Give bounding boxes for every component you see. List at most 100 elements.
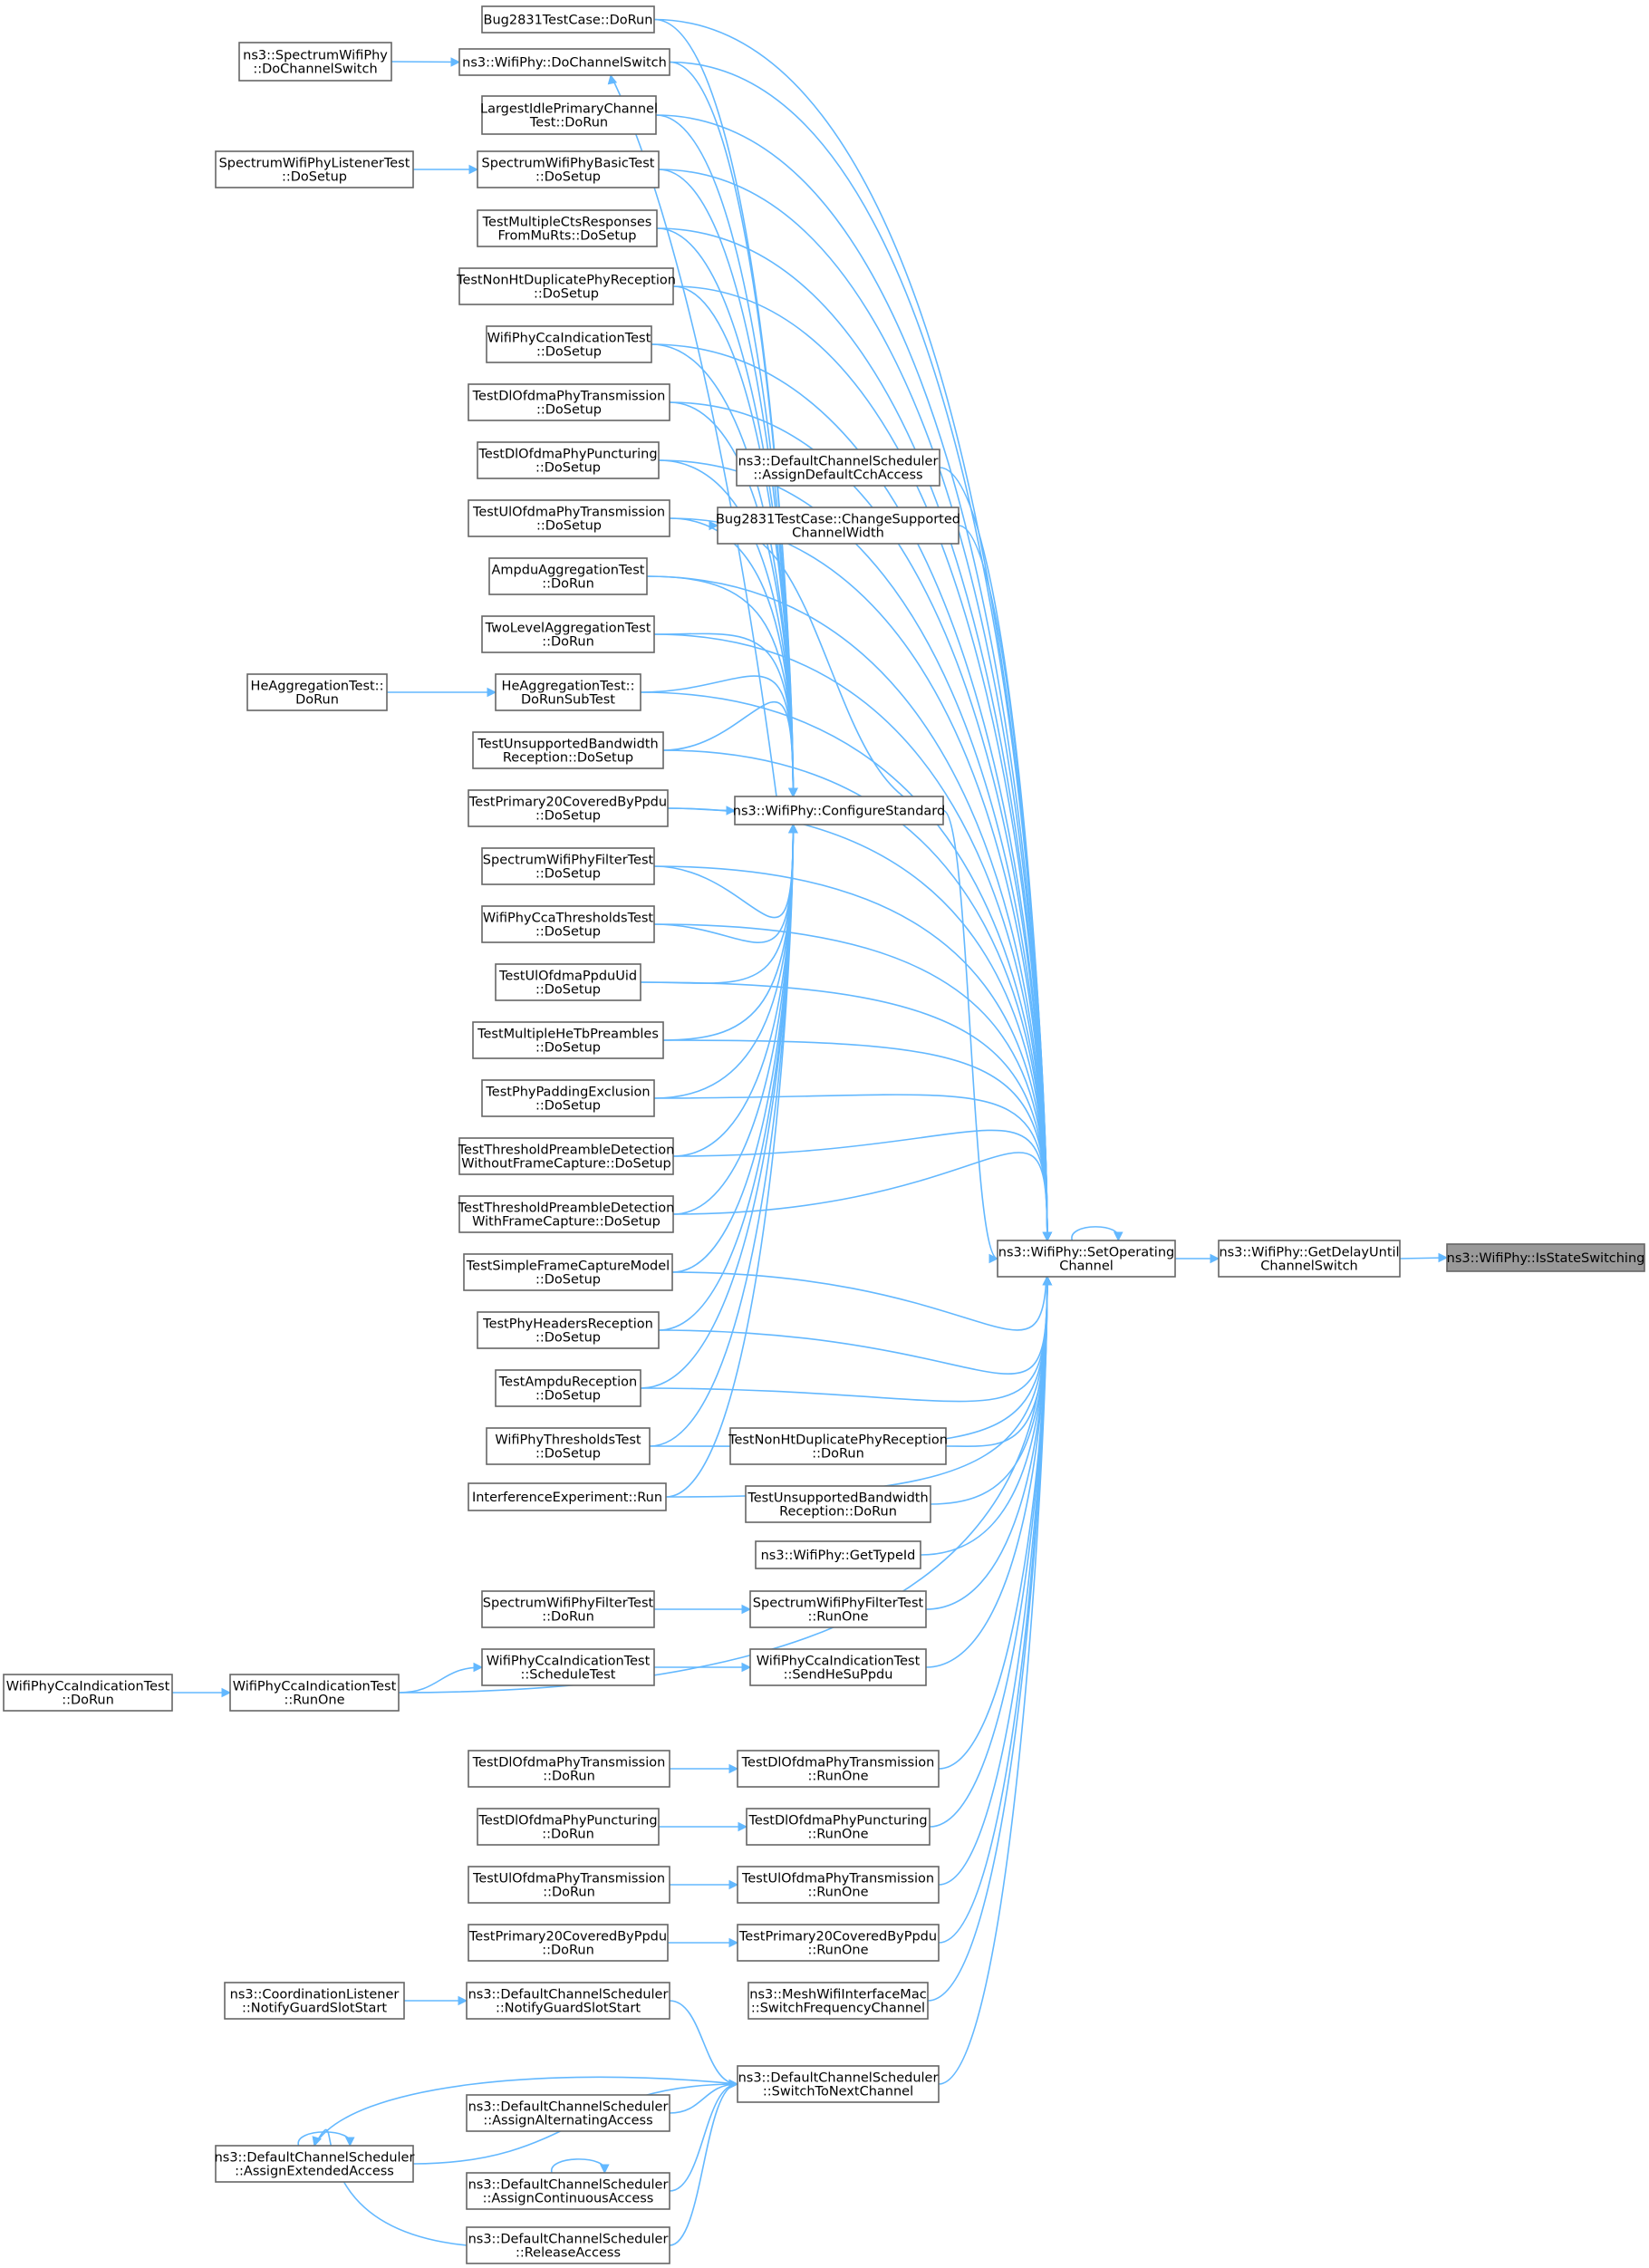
graph-node[interactable]: WifiPhyCcaIndicationTest::DoRun	[3, 1674, 173, 1712]
node-label: ::DoSetup	[535, 170, 601, 185]
graph-node[interactable]: TestUlOfdmaPpduUid::DoSetup	[495, 963, 641, 1001]
node-box	[477, 441, 660, 479]
graph-node[interactable]: TestThresholdPreambleDetectionWithFrameC…	[458, 1195, 675, 1233]
graph-node[interactable]: TestUlOfdmaPhyTransmission::DoRun	[468, 1866, 670, 1904]
call-edge	[668, 1937, 739, 1948]
graph-node[interactable]: TestUlOfdmaPhyTransmission::DoSetup	[468, 499, 670, 537]
node-label: ns3::WifiPhy::GetTypeId	[761, 1549, 916, 1563]
graph-node[interactable]: ns3::CoordinationListener::NotifyGuardSl…	[224, 1982, 405, 2020]
graph-node[interactable]: TestUlOfdmaPhyTransmission::RunOne	[737, 1866, 940, 1904]
graph-node[interactable]: WifiPhyCcaIndicationTest::ScheduleTest	[481, 1648, 655, 1686]
node-label: TestUlOfdmaPhyTransmission	[472, 506, 665, 520]
call-edge	[709, 520, 944, 812]
graph-node[interactable]: TestDlOfdmaPhyTransmission::DoRun	[468, 1750, 670, 1788]
focus-node[interactable]: ns3::WifiPhy::IsStateSwitching	[1446, 1243, 1645, 1272]
node-box	[463, 1253, 673, 1291]
graph-node[interactable]: WifiPhyThresholdsTest::DoSetup	[486, 1427, 651, 1465]
graph-node[interactable]: TestMultipleHeTbPreambles::DoSetup	[472, 1021, 664, 1059]
node-label: SpectrumWifiPhyFilterTest	[483, 854, 654, 868]
node-label: TestDlOfdmaPhyTransmission	[472, 1756, 666, 1771]
graph-node[interactable]: TestDlOfdmaPhyTransmission::DoSetup	[468, 383, 670, 421]
node-box	[729, 1427, 947, 1465]
graph-node[interactable]: ns3::DefaultChannelScheduler::AssignExte…	[215, 2145, 415, 2183]
graph-node[interactable]: TestPhyHeadersReception::DoSetup	[477, 1311, 660, 1349]
graph-node[interactable]: TestDlOfdmaPhyTransmission::RunOne	[737, 1750, 940, 1788]
graph-node[interactable]: ns3::DefaultChannelScheduler::SwitchToNe…	[737, 2065, 940, 2103]
node-box	[215, 2145, 414, 2183]
graph-node[interactable]: SpectrumWifiPhyFilterTest::DoRun	[481, 1590, 655, 1628]
graph-node[interactable]: Bug2831TestCase::ChangeSupportedChannelW…	[716, 507, 960, 545]
graph-node[interactable]: HeAggregationTest::DoRunSubTest	[495, 673, 641, 711]
graph-node[interactable]: TestDlOfdmaPhyPuncturing::DoRun	[477, 1808, 660, 1846]
node-label: ::ScheduleTest	[521, 1668, 616, 1683]
graph-node[interactable]: SpectrumWifiPhyFilterTest::DoSetup	[481, 847, 655, 885]
graph-node[interactable]: Bug2831TestCase::DoRun	[481, 5, 655, 34]
graph-node[interactable]: WifiPhyCcaIndicationTest::DoSetup	[486, 325, 652, 363]
graph-node[interactable]: ns3::DefaultChannelScheduler::NotifyGuar…	[466, 1982, 670, 2020]
graph-node[interactable]: ns3::DefaultChannelScheduler::AssignDefa…	[736, 449, 940, 487]
node-label: TestPrimary20CoveredByPpdu	[738, 1930, 937, 1945]
graph-node[interactable]: ns3::DefaultChannelScheduler::AssignAlte…	[466, 2094, 670, 2132]
node-label: WifiPhyCcaIndicationTest	[487, 332, 651, 346]
graph-node[interactable]: TestNonHtDuplicatePhyReception::DoRun	[728, 1427, 948, 1465]
graph-node[interactable]: ns3::WifiPhy::DoChannelSwitch	[458, 48, 670, 76]
graph-node[interactable]: SpectrumWifiPhyListenerTest::DoSetup	[215, 150, 414, 188]
graph-node[interactable]: AmpduAggregationTest::DoRun	[488, 557, 648, 595]
node-label: TestUnsupportedBandwidth	[747, 1491, 928, 1506]
node-label: ::AssignExtendedAccess	[235, 2165, 394, 2179]
graph-node[interactable]: TestSimpleFrameCaptureModel::DoSetup	[463, 1253, 673, 1291]
graph-node[interactable]: HeAggregationTest::DoRun	[246, 673, 388, 711]
call-edge	[640, 823, 798, 984]
graph-node[interactable]: TestUnsupportedBandwidthReception::DoSet…	[472, 731, 664, 769]
node-label: Bug2831TestCase::ChangeSupported	[716, 513, 960, 527]
call-edge	[667, 806, 737, 816]
call-edge	[662, 1039, 1053, 1242]
graph-node[interactable]: InterferenceExperiment::Run	[468, 1482, 667, 1511]
call-edge	[412, 164, 479, 175]
node-label: WithoutFrameCapture::DoSetup	[461, 1157, 671, 1172]
graph-node[interactable]: TestThresholdPreambleDetectionWithoutFra…	[458, 1137, 675, 1175]
graph-node[interactable]: TestDlOfdmaPhyPuncturing::RunOne	[746, 1808, 931, 1846]
node-label: ::DoRun	[62, 1694, 114, 1708]
graph-node[interactable]: ns3::DefaultChannelScheduler::AssignCont…	[466, 2172, 670, 2210]
node-box	[466, 2226, 670, 2264]
graph-node[interactable]: ns3::MeshWifiInterfaceMac::SwitchFrequen…	[747, 1982, 929, 2020]
graph-node[interactable]: TwoLevelAggregationTest::DoRun	[481, 615, 655, 653]
node-box	[458, 1137, 674, 1175]
nodes-layer: ns3::WifiPhy::IsStateSwitchingns3::WifiP…	[3, 5, 1645, 2264]
call-edge	[654, 1604, 752, 1615]
graph-node[interactable]: WifiPhyCcaIndicationTest::RunOne	[229, 1674, 400, 1712]
node-label: ::DoSetup	[536, 345, 602, 360]
graph-node[interactable]: TestNonHtDuplicatePhyReception::DoSetup	[456, 267, 676, 305]
node-label: ::ReleaseAccess	[516, 2246, 621, 2261]
graph-node[interactable]: TestPrimary20CoveredByPpdu::RunOne	[737, 1924, 940, 1962]
graph-node[interactable]: WifiPhyCcaIndicationTest::SendHeSuPpdu	[749, 1648, 927, 1686]
node-box	[458, 267, 674, 305]
node-label: ns3::DefaultChannelScheduler	[738, 2071, 939, 2086]
graph-node[interactable]: ns3::SpectrumWifiPhy::DoChannelSwitch	[238, 42, 392, 82]
call-edge	[669, 61, 1053, 1242]
node-label: ns3::DefaultChannelScheduler	[215, 2151, 415, 2166]
graph-node[interactable]: TestMultipleCtsResponsesFromMuRts::DoSet…	[477, 209, 658, 247]
node-box	[477, 1808, 660, 1846]
graph-node[interactable]: TestAmpduReception::DoSetup	[495, 1369, 641, 1407]
graph-node[interactable]: SpectrumWifiPhyBasicTest::DoSetup	[477, 150, 660, 188]
node-box	[495, 1369, 641, 1407]
graph-node[interactable]: TestPhyPaddingExclusion::DoSetup	[481, 1079, 655, 1117]
graph-node[interactable]: WifiPhyCcaThresholdsTest::DoSetup	[481, 905, 655, 943]
graph-node[interactable]: ns3::WifiPhy::ConfigureStandard	[733, 796, 945, 825]
graph-node[interactable]: TestPrimary20CoveredByPpdu::DoRun	[468, 1924, 669, 1962]
graph-node[interactable]: ns3::WifiPhy::GetTypeId	[755, 1540, 921, 1569]
graph-node[interactable]: SpectrumWifiPhyFilterTest::RunOne	[749, 1590, 927, 1628]
node-box	[486, 1427, 651, 1465]
graph-node[interactable]: TestPrimary20CoveredByPpdu::DoSetup	[468, 789, 669, 827]
graph-node[interactable]: ns3::DefaultChannelScheduler::ReleaseAcc…	[466, 2226, 670, 2264]
node-label: Reception::DoRun	[779, 1505, 897, 1520]
call-edge	[669, 2079, 739, 2246]
node-label: ::DoSetup	[535, 461, 601, 476]
graph-node[interactable]: TestDlOfdmaPhyPuncturing::DoSetup	[477, 441, 660, 479]
